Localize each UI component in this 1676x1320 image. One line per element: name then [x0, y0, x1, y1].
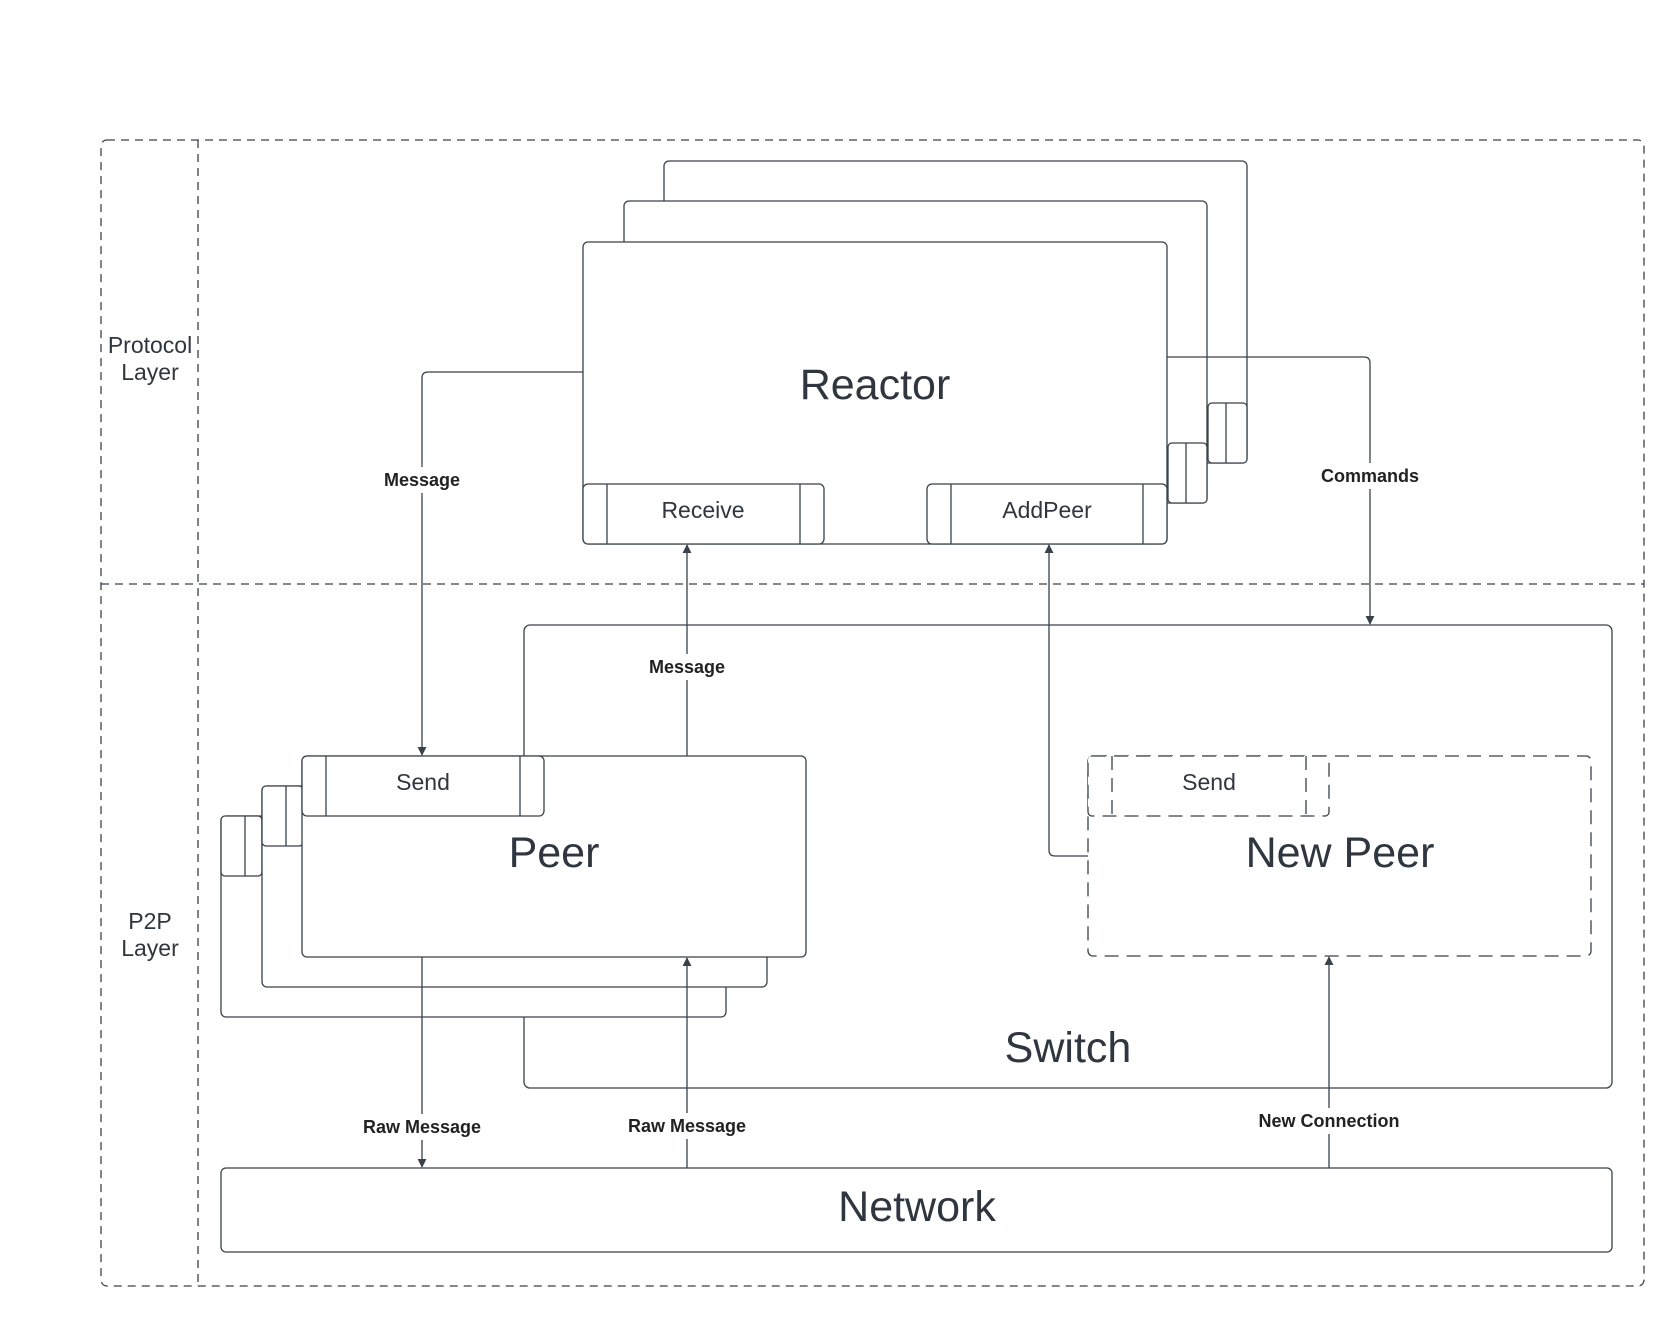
peer-back-send-2 [220, 815, 263, 877]
lane-label-protocol-line2: Layer [121, 359, 179, 385]
lane-label-p2p-line1: P2P [128, 908, 171, 934]
edge-reactor-to-peer-send [417, 371, 583, 756]
switch-label: Switch [1005, 1024, 1132, 1072]
reactor-box[interactable] [582, 241, 1168, 545]
edge-label-new-connection: New Connection [1258, 1111, 1399, 1131]
peer-send-label: Send [396, 769, 450, 795]
network-label: Network [838, 1183, 996, 1231]
edge-new-peer-to-addpeer [1044, 544, 1088, 857]
reactor-label: Reactor [800, 361, 951, 409]
peer-send-port[interactable] [301, 755, 545, 817]
edge-label-message-to-send: Message [384, 470, 460, 490]
lane-label-protocol-line1: Protocol [108, 332, 192, 358]
edge-label-raw-message-in: Raw Message [628, 1116, 746, 1136]
edge-commands-to-switch [1167, 356, 1375, 625]
edge-label-raw-message-out: Raw Message [363, 1117, 481, 1137]
receive-port[interactable] [582, 483, 825, 545]
reactor-back-port-2 [1207, 402, 1248, 464]
lane-label-p2p-line2: Layer [121, 935, 179, 961]
receive-label: Receive [661, 497, 744, 523]
network-box[interactable] [220, 1167, 1613, 1253]
edge-label-message-to-receive: Message [649, 657, 725, 677]
edge-label-commands: Commands [1321, 466, 1419, 486]
new-peer-send-port[interactable] [1087, 755, 1330, 817]
peer-label: Peer [509, 829, 600, 877]
peer-back-send-1 [261, 785, 304, 847]
reactor-back-port-1 [1167, 442, 1208, 504]
new-peer-send-label: Send [1182, 769, 1236, 795]
addpeer-port[interactable] [926, 483, 1168, 545]
addpeer-label: AddPeer [1002, 497, 1092, 523]
reactor-stack [582, 160, 1248, 545]
swimlane-frame [100, 139, 1645, 1287]
new-peer-label: New Peer [1246, 829, 1435, 877]
